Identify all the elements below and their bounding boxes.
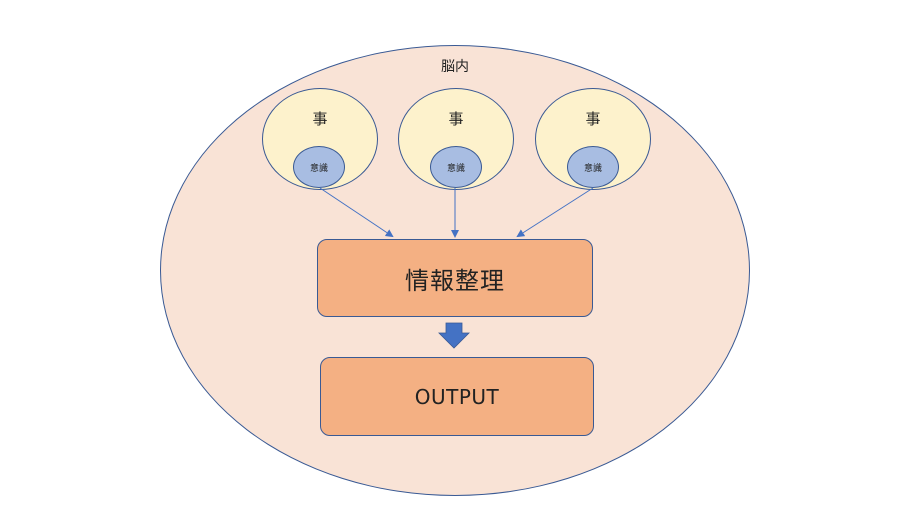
thing-label-3: 事 [585, 110, 601, 128]
awareness-circle-2: 意識 [430, 146, 482, 188]
thing-label-1: 事 [312, 110, 328, 128]
thing-circle-2 [398, 88, 514, 190]
awareness-circle-3: 意識 [567, 146, 619, 188]
brain-label: 脳内 [441, 59, 469, 75]
information-organizing-box: 情報整理 [317, 239, 593, 317]
awareness-circle-1: 意識 [293, 146, 345, 188]
output-box: OUTPUT [320, 357, 594, 436]
thing-label-2: 事 [448, 110, 464, 128]
